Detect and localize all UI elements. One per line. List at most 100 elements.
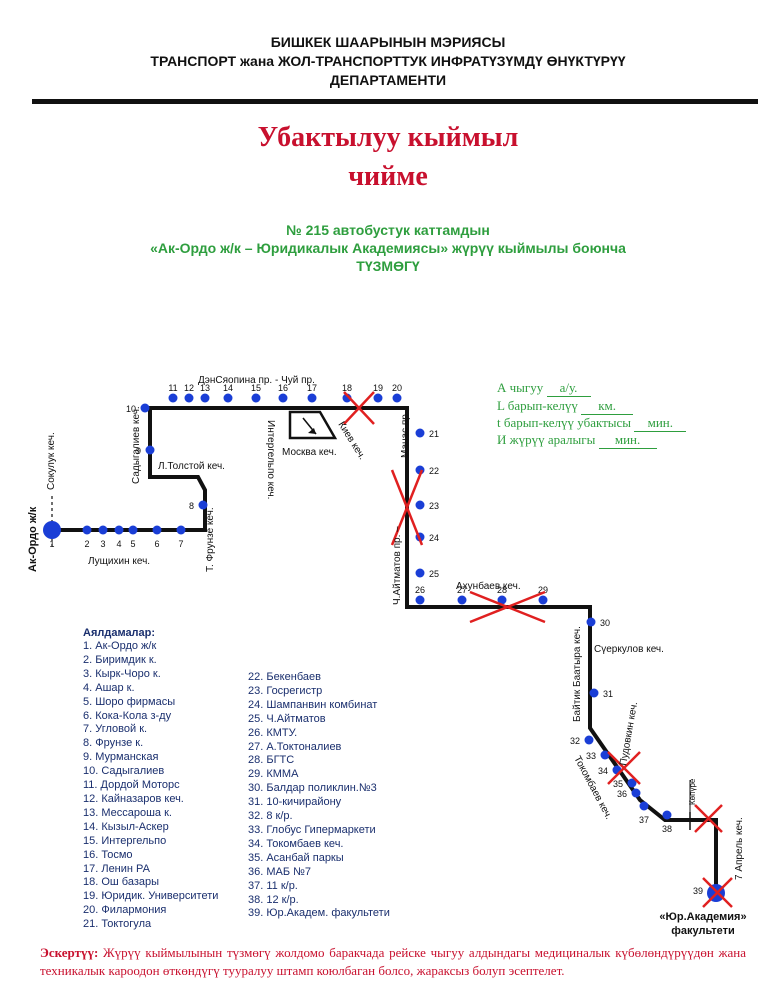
stop-number-2: 2 bbox=[84, 539, 89, 549]
stop-marker-21 bbox=[415, 428, 425, 438]
label-manas: Манас пр. bbox=[400, 411, 411, 458]
stop-entry-9: 10. Садыгалиев bbox=[83, 765, 165, 778]
param-distance-label: L барып-келүү bbox=[497, 398, 578, 413]
stop-entry-16: 17. Ленин РА bbox=[83, 862, 150, 875]
label-kiev: Киев кеч. bbox=[335, 420, 367, 462]
stop-entry-11: 12. Кайназаров кеч. bbox=[83, 792, 184, 805]
note-label: Эскертүү: bbox=[40, 945, 99, 960]
title-line-1: Убактылуу кыймыл bbox=[257, 122, 519, 153]
label-akhunbaev: Ахунбаев кеч. bbox=[456, 580, 521, 592]
stop-entry-0: 1. Ак-Ордо ж/к bbox=[83, 640, 157, 652]
stop-marker-12 bbox=[184, 393, 194, 403]
stop-entry-b-13: 35. Асанбай паркы bbox=[248, 851, 344, 864]
stop-entry-b-10: 32. 8 к/р. bbox=[248, 810, 293, 823]
stop-entry-b-17: 39. Юр.Академ. факультети bbox=[248, 907, 390, 920]
note-text: Жүрүү кыймылынын түзмөгү жолдомо баракча… bbox=[40, 945, 746, 978]
stop-entry-14: 15. Интергельпо bbox=[83, 834, 167, 847]
stop-entry-b-4: 26. КМТУ. bbox=[248, 726, 298, 739]
stop-marker-5 bbox=[128, 525, 138, 535]
header-line-2: ТРАНСПОРТ жана ЖОЛ-ТРАНСПОРТТУК ИНФРАТҮЗ… bbox=[150, 53, 626, 69]
stops-title: Аялдамалар: bbox=[83, 627, 156, 639]
stop-marker-7 bbox=[176, 525, 186, 535]
label-sokuluk: Сокулук кеч. bbox=[46, 432, 57, 490]
stop-number-39: 39 bbox=[693, 886, 703, 896]
stop-marker-2 bbox=[82, 525, 92, 535]
stop-number-32: 32 bbox=[570, 736, 580, 746]
subtitle-line-1: № 215 автобустук каттамдын bbox=[286, 222, 490, 238]
label-lushikhin: Лущихин кеч. bbox=[88, 556, 150, 567]
header-divider bbox=[32, 99, 758, 104]
param-departure-label: А чыгуу bbox=[497, 380, 544, 395]
stop-number-8: 8 bbox=[189, 501, 194, 511]
closure-crosses bbox=[343, 391, 733, 908]
param-time-label: t барып-келүү убактысы bbox=[497, 415, 632, 430]
label-sadygaliev: Садыгалиев кеч. bbox=[131, 406, 142, 484]
stop-number-4: 4 bbox=[116, 539, 121, 549]
stop-marker-16 bbox=[278, 393, 288, 403]
stop-number-36: 36 bbox=[617, 789, 627, 799]
stop-entry-12: 13. Мессароша к. bbox=[83, 806, 172, 819]
stop-entry-b-5: 27. А.Токтоналиев bbox=[248, 740, 342, 753]
stop-entry-1: 2. Биримдик к. bbox=[83, 653, 157, 666]
param-interval-label: И жүрүү аралыгы bbox=[497, 432, 596, 447]
stop-entry-3: 4. Ашар к. bbox=[83, 681, 135, 694]
param-interval: И жүрүү аралыгы мин. bbox=[497, 432, 657, 449]
stop-entry-b-16: 38. 12 к/р. bbox=[248, 893, 299, 906]
param-time: t барып-келүү убактысы мин. bbox=[497, 415, 687, 432]
stop-marker-15 bbox=[251, 393, 261, 403]
stop-entry-2: 3. Кырк-Чоро к. bbox=[83, 667, 161, 680]
stop-marker-3 bbox=[98, 525, 108, 535]
stop-marker-35 bbox=[627, 778, 637, 788]
stop-marker-19 bbox=[373, 393, 383, 403]
stop-number-21: 21 bbox=[429, 429, 439, 439]
stop-marker-29 bbox=[538, 595, 548, 605]
stop-entry-10: 11. Дордой Моторс bbox=[83, 779, 180, 792]
label-densyaopina: ДэнСяопина пр. - Чуй пр. bbox=[198, 375, 315, 386]
stop-entry-b-11: 33. Глобус Гипермаркети bbox=[248, 823, 376, 836]
stop-entry-b-14: 36. МАБ №7 bbox=[248, 865, 312, 878]
stop-number-28: 28 bbox=[497, 585, 507, 595]
param-distance-unit: км. bbox=[581, 398, 634, 415]
stop-marker-31 bbox=[589, 688, 599, 698]
stop-number-3: 3 bbox=[100, 539, 105, 549]
label-tokombaev: Токомбаев кеч. bbox=[571, 754, 615, 822]
stop-entry-18: 19. Юридик. Университети bbox=[83, 890, 219, 903]
stop-number-10: 10 bbox=[126, 404, 136, 414]
stop-entry-b-7: 29. КММА bbox=[248, 768, 299, 781]
stop-marker-6 bbox=[152, 525, 162, 535]
stop-entry-b-6: 28. БГТС bbox=[248, 754, 295, 767]
label-aitmatov: Ч.Айтматов пр. – bbox=[392, 526, 403, 605]
subtitle-line-2: «Ак-Ордо ж/к – Юридикалык Академиясы» жү… bbox=[150, 240, 626, 256]
stop-entry-20: 21. Токтогула bbox=[83, 918, 152, 931]
stop-number-19: 19 bbox=[373, 383, 383, 393]
stop-marker-8 bbox=[198, 500, 208, 510]
stop-entry-b-0: 22. Бекенбаев bbox=[248, 671, 321, 683]
label-tolstoy: Л.Толстой кеч. bbox=[158, 461, 225, 472]
stop-number-13: 13 bbox=[200, 383, 210, 393]
stop-number-30: 30 bbox=[600, 618, 610, 628]
stop-marker-27 bbox=[457, 595, 467, 605]
stop-number-23: 23 bbox=[429, 501, 439, 511]
stop-number-7: 7 bbox=[178, 539, 183, 549]
stop-entry-19: 20. Филармония bbox=[83, 904, 167, 917]
param-departure-unit: а/у. bbox=[546, 380, 591, 397]
stop-number-27: 27 bbox=[457, 585, 467, 595]
stop-entry-b-1: 23. Госрегистр bbox=[248, 684, 323, 697]
stop-entry-b-2: 24. Шампанвин комбинат bbox=[248, 698, 378, 711]
label-ak-ordo: Ак-Ордо ж/к bbox=[27, 506, 39, 572]
title-line-2: чийме bbox=[348, 161, 428, 192]
stop-number-16: 16 bbox=[278, 383, 288, 393]
stop-entry-8: 9. Мурманская bbox=[83, 751, 159, 764]
stop-number-11: 11 bbox=[168, 383, 177, 393]
stop-entry-5: 6. Кока-Кола з-ду bbox=[83, 709, 172, 722]
stop-marker-30 bbox=[586, 617, 596, 627]
param-distance: L барып-келүү км. bbox=[497, 398, 634, 415]
stop-marker-4 bbox=[114, 525, 124, 535]
stop-marker-32 bbox=[584, 735, 594, 745]
header-line-1: БИШКЕК ШААРЫНЫН МЭРИЯСЫ bbox=[270, 34, 506, 50]
stop-number-35: 35 bbox=[613, 779, 623, 789]
label-frunze: Т. Фрунзе кеч. bbox=[205, 507, 216, 572]
stop-marker-36 bbox=[631, 788, 641, 798]
stop-number-24: 24 bbox=[429, 533, 439, 543]
